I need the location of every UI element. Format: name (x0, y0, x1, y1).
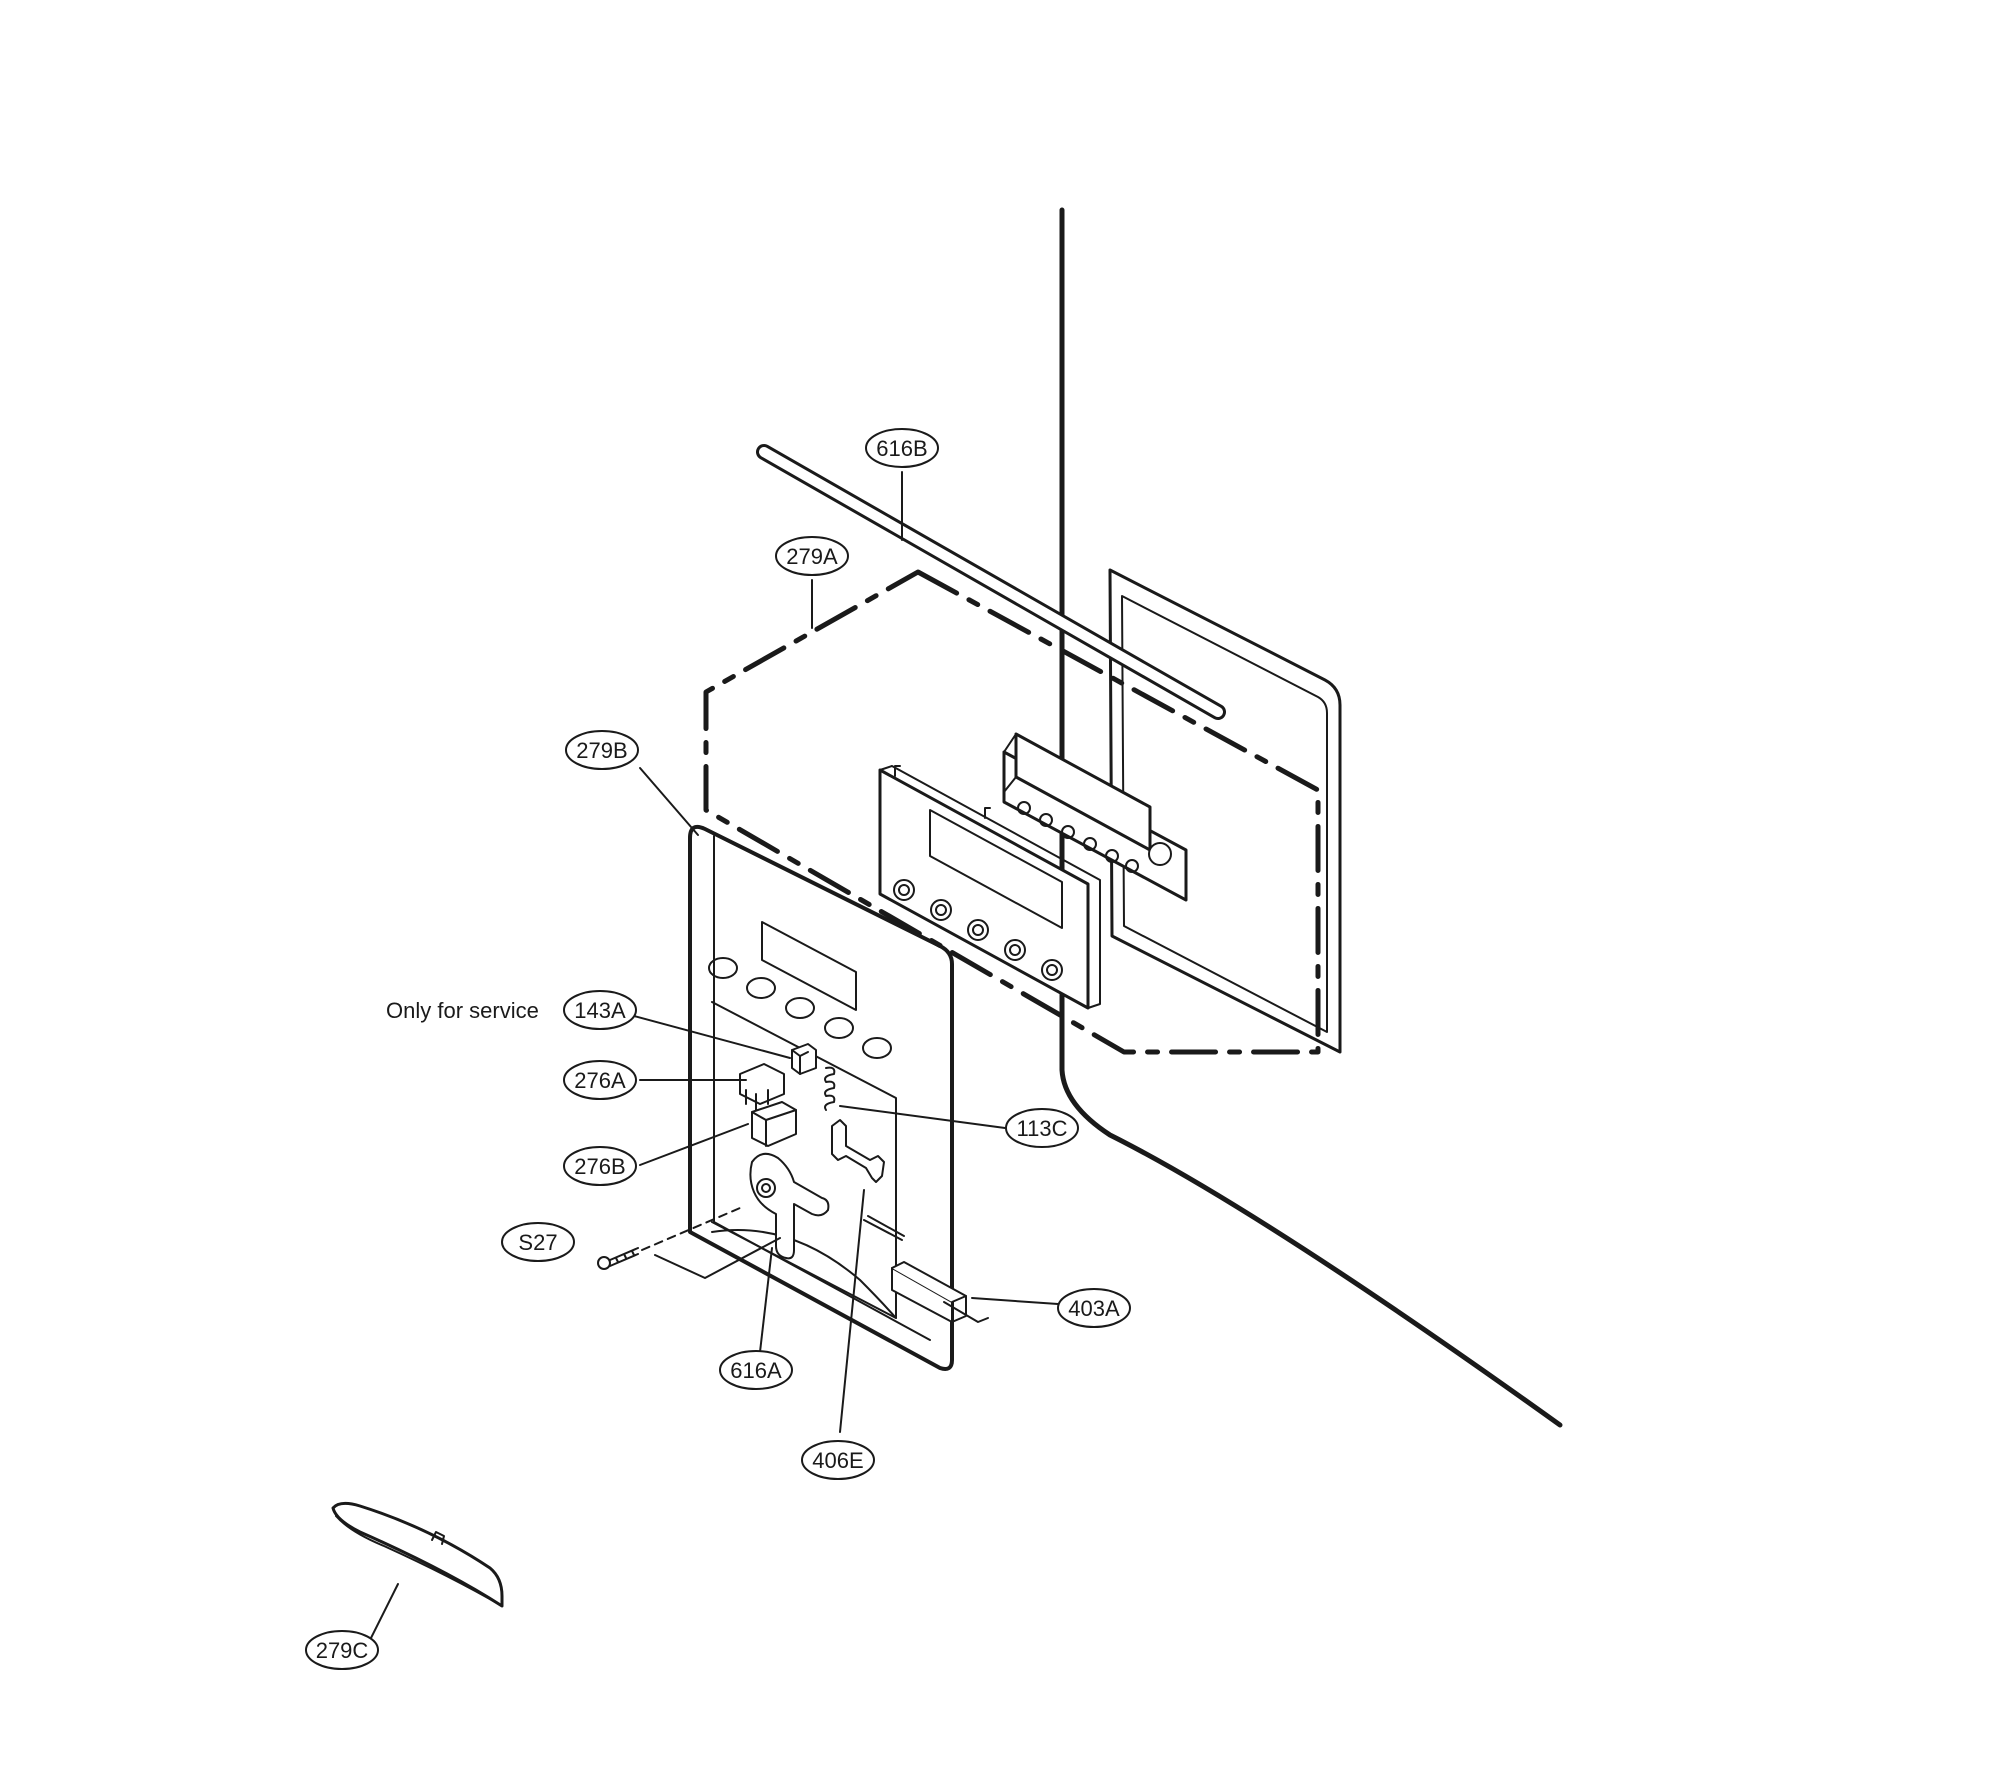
display-bezel (878, 765, 1101, 1010)
svg-text:143A: 143A (574, 998, 626, 1023)
door-outline (1059, 207, 1563, 1428)
callout-403A: 403A (1057, 1288, 1131, 1328)
svg-text:276A: 276A (574, 1068, 626, 1093)
callout-279C: 279C (305, 1630, 379, 1670)
svg-text:403A: 403A (1068, 1296, 1120, 1321)
svg-text:276B: 276B (574, 1154, 625, 1179)
callout-616B: 616B (865, 428, 939, 468)
callout-S27: S27 (501, 1222, 575, 1262)
assembly-boundary-279A (703, 569, 1321, 1055)
svg-text:406E: 406E (812, 1448, 863, 1473)
trim-279C (331, 1501, 504, 1608)
screw-S27 (597, 1207, 781, 1279)
service-note: Only for service (386, 998, 539, 1023)
svg-text:279C: 279C (316, 1638, 369, 1663)
svg-text:616A: 616A (730, 1358, 782, 1383)
dispenser-recess-frame (1108, 568, 1342, 1054)
svg-text:S27: S27 (518, 1230, 557, 1255)
callout-616A: 616A (719, 1350, 793, 1390)
inner-parts (739, 1043, 989, 1323)
svg-text:279B: 279B (576, 738, 627, 763)
callout-406E: 406E (801, 1440, 875, 1480)
callout-279A: 279A (775, 536, 849, 576)
tube-616B (756, 444, 1226, 720)
callout-276A: 276A (563, 1060, 637, 1100)
control-pcb (1002, 732, 1188, 902)
callout-143A: 143A (563, 990, 637, 1030)
leader-lines (367, 471, 1059, 1645)
svg-text:113C: 113C (1017, 1116, 1068, 1141)
callout-279B: 279B (565, 730, 639, 770)
callout-113C: 113C (1005, 1108, 1079, 1148)
callout-276B: 276B (563, 1146, 637, 1186)
svg-text:279A: 279A (786, 544, 838, 569)
svg-text:616B: 616B (876, 436, 927, 461)
